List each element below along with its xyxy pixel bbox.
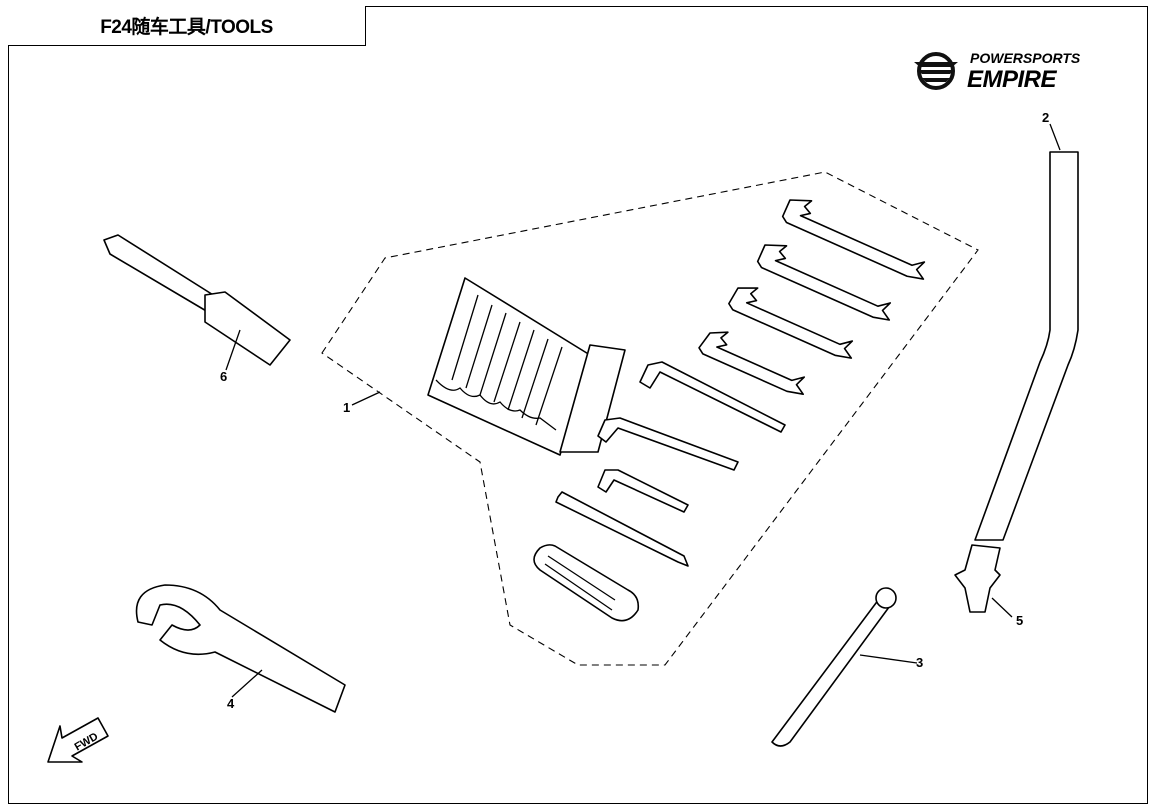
callout-3: 3 [916, 655, 923, 670]
screwdriver[interactable] [533, 491, 689, 622]
empire-emblem-icon [914, 52, 958, 90]
callout-6: 6 [220, 369, 227, 384]
callout-4: 4 [227, 696, 235, 711]
logo-line-2: EMPIRE [967, 66, 1057, 93]
callout-5: 5 [1016, 613, 1023, 628]
callout-1: 1 [343, 400, 350, 415]
page-title: F24随车工具/TOOLS [8, 6, 366, 46]
hook-spanner[interactable] [135, 584, 346, 713]
callout-2: 2 [1042, 110, 1049, 125]
logo-line-1: POWERSPORTS [970, 50, 1081, 66]
spark-plug-wrench[interactable] [103, 234, 291, 366]
brand-logo: POWERSPORTS EMPIRE [912, 50, 1122, 92]
tube-tip-adapter[interactable] [954, 544, 1001, 613]
hex-key-set[interactable] [597, 361, 786, 513]
tool-kit-boundary [321, 171, 979, 666]
tool-roll-bag[interactable] [427, 277, 626, 456]
tommy-bar[interactable] [771, 587, 897, 747]
extension-tube[interactable] [974, 151, 1079, 541]
open-end-wrench-set[interactable] [697, 193, 934, 398]
drawing-frame [8, 6, 1148, 804]
forward-direction-arrow-icon: FWD [47, 717, 109, 763]
